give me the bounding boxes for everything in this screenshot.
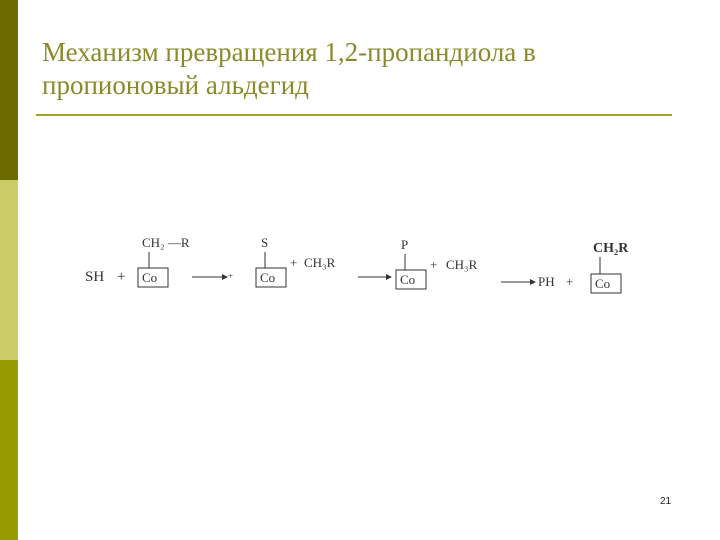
p-label: P (401, 237, 408, 252)
plus-sign: + (290, 255, 297, 270)
co-box (590, 273, 622, 294)
co-label: Co (260, 270, 275, 285)
slide-title: Механизм превращения 1,2-пропандиола в п… (42, 37, 536, 100)
co-label: Co (142, 270, 157, 285)
arrowhead (530, 279, 536, 285)
co-box (395, 269, 427, 290)
plus-small-sign: + (228, 271, 233, 281)
arrowhead (386, 274, 392, 280)
co-box (255, 267, 287, 288)
co-label: Co (595, 276, 610, 291)
co-label: Co (400, 272, 415, 287)
ch3r-label: CH₃R (304, 255, 336, 270)
sidebar-segment-light (0, 180, 18, 360)
reaction-scheme-drawing: SH + CH₂ —R Co + S Co + CH₃R P Co + CH₃R… (85, 235, 629, 294)
sidebar-segment-dark (0, 0, 18, 180)
ch2r-label: CH₂ —R (142, 235, 190, 250)
plus-sign: + (430, 257, 437, 272)
sh-label: SH (85, 269, 104, 285)
plus-sign: + (566, 274, 573, 289)
ch3r-label: CH₃R (446, 257, 478, 272)
arrowhead (222, 274, 228, 280)
plus-sign: + (117, 269, 125, 285)
s-label: S (261, 235, 268, 250)
title-underline (36, 114, 672, 116)
page-number: 21 (660, 496, 672, 507)
ch2r-label: CH₂R (593, 241, 629, 256)
co-box (137, 267, 169, 288)
ph-label: PH (538, 274, 555, 289)
sidebar-accent-bar (0, 0, 18, 540)
sidebar-segment-olive (0, 360, 18, 540)
reaction-scheme: SH + CH₂ —R Co + S Co + CH₃R P Co + CH₃R… (80, 225, 680, 305)
